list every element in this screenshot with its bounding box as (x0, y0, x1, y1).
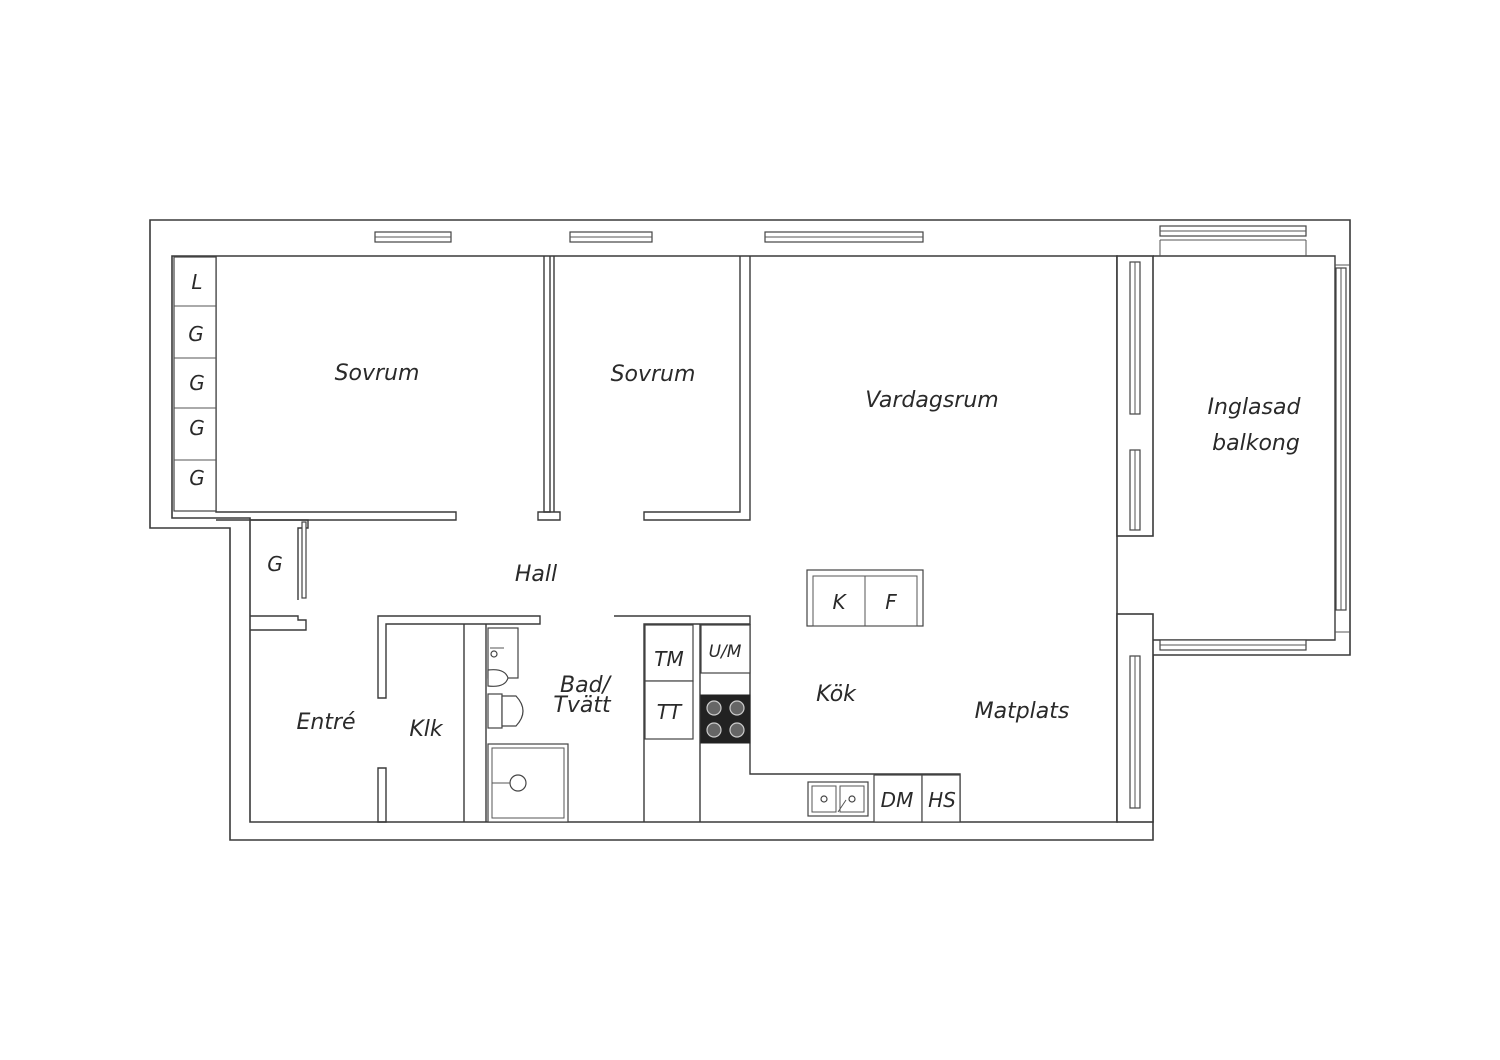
room-label-vardagsrum: Vardagsrum (865, 388, 998, 413)
fixture-label-g2: G (189, 371, 205, 395)
window-balcony-right (1335, 267, 1347, 611)
fixture-label-g4: G (189, 466, 205, 490)
bedroom2-wall (537, 256, 751, 521)
washer-tm (644, 624, 694, 682)
balcony-inner-edge (1159, 239, 1350, 633)
fixture-label-um: U/M (709, 642, 742, 662)
fixture-label-tm: TM (654, 647, 683, 671)
room-label-balkong-1: Inglasad (1208, 395, 1302, 420)
room-label-klk: Klk (409, 717, 444, 742)
room-label-hall: Hall (515, 562, 557, 587)
sink-small-icon (487, 669, 509, 687)
fixture-label-hall-g: G (267, 552, 283, 576)
room-label-sovrum-1: Sovrum (335, 361, 420, 386)
fridge-freezer-icon (806, 569, 924, 627)
room-label-balkong-2: balkong (1212, 431, 1300, 456)
fixture-label-dm: DM (881, 788, 914, 812)
shower-icon (487, 743, 569, 823)
room-label-kok: Kök (816, 682, 857, 707)
room-label-entre: Entré (296, 710, 355, 735)
cabinet-hs (921, 774, 961, 823)
fixture-label-g3: G (189, 416, 205, 440)
fixture-label-f: F (885, 590, 897, 614)
dryer-tt (644, 680, 694, 740)
fixture-label-l: L (191, 270, 202, 294)
fixture-label-k: K (832, 590, 847, 614)
fixture-label-tt: TT (657, 700, 683, 724)
window-top-3 (764, 231, 924, 243)
window-balcony-top (1159, 225, 1307, 237)
fixture-label-g1: G (188, 322, 204, 346)
toilet-icon (487, 693, 524, 729)
window-balcony-bottom (1159, 639, 1307, 651)
window-top-2 (569, 231, 653, 243)
fixture-label-hs: HS (928, 788, 956, 812)
room-label-matplats: Matplats (975, 699, 1070, 724)
room-label-sovrum-2: Sovrum (611, 362, 696, 387)
room-label-bad-1: Bad/ (560, 673, 613, 698)
oven-um (700, 624, 751, 674)
wardrobe-column (173, 256, 217, 512)
bedroom1-wall (215, 256, 551, 521)
kitchen-sink-icon (807, 781, 869, 817)
window-top-1 (374, 231, 452, 243)
room-label-bad-2: Tvätt (553, 693, 612, 718)
hall-wardrobe-door (301, 521, 307, 599)
stove-icon (700, 694, 751, 744)
hall-wardrobe (250, 519, 309, 631)
closet-wall (377, 615, 541, 823)
